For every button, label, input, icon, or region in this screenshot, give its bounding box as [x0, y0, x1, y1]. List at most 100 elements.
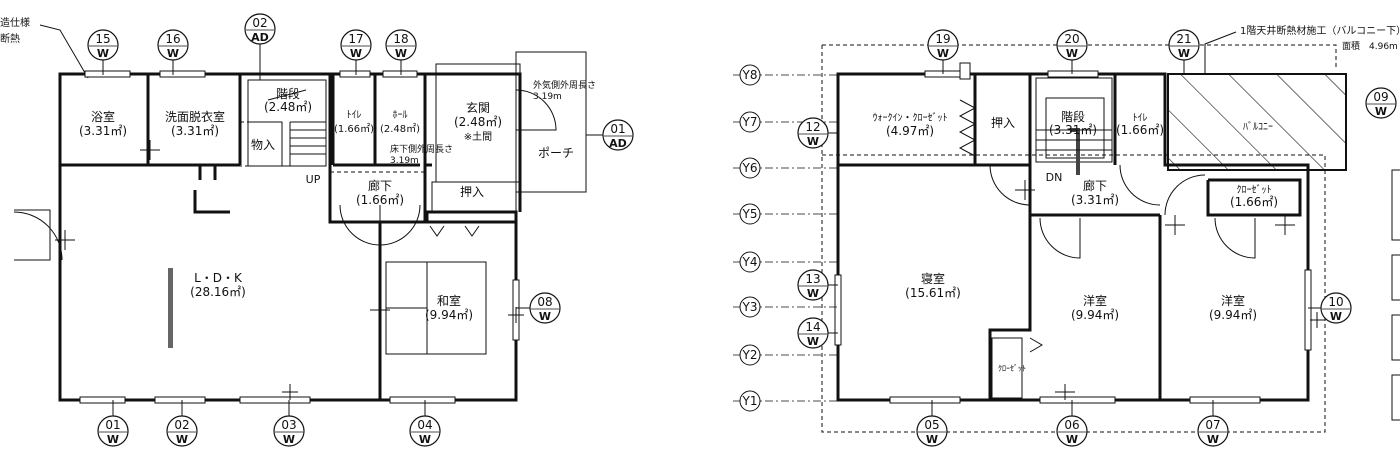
right-note-leader [1204, 31, 1237, 74]
window-marker-06: 06W [1056, 400, 1088, 447]
bedroom-name: 寝室 [921, 271, 945, 286]
window-marker-number: 04 [417, 418, 432, 432]
window-marker-number: 03 [281, 418, 296, 432]
window-marker-type: W [1066, 433, 1078, 446]
window-marker-03: 03W [273, 400, 305, 447]
floor-perimeter-value: 3.19m [390, 156, 419, 166]
right-note-line2: 面積 4.96m [1342, 40, 1398, 52]
window-marker-type: W [1207, 433, 1219, 446]
stairs2-name: 階段 [1061, 109, 1085, 124]
window-marker-12: 12W [797, 117, 838, 149]
toilet2-area: (1.66㎡) [1116, 123, 1164, 137]
window-marker-type: W [807, 287, 819, 300]
window-marker-number: 08 [537, 295, 552, 309]
closet-room-name: ｸﾛｰｾﾞｯﾄ [1237, 184, 1272, 196]
porch-name: ポーチ [538, 146, 574, 160]
right-note-line1: 1階天井断熱材施工（バルコニー下） [1240, 24, 1400, 37]
window-marker-type: W [176, 433, 188, 446]
wic-name: ｳｫｰｸｲﾝ・ｸﾛｰｾﾞｯﾄ [873, 112, 948, 124]
dn-label: DN [1046, 171, 1063, 184]
window-marker-type: W [926, 433, 938, 446]
window-marker-type: W [419, 433, 431, 446]
closet-room-area: (1.66㎡) [1230, 195, 1278, 209]
toilet2-name: ﾄｲﾚ [1133, 113, 1148, 124]
window-marker-02: 02W [166, 400, 198, 447]
corridor2-area: (3.31㎡) [1071, 193, 1119, 207]
window-marker-10: 10W [1308, 292, 1352, 324]
balcony-hatch [1167, 73, 1347, 171]
grid-axis-label: Y2 [742, 348, 758, 362]
grid-axis-bubble [739, 251, 761, 273]
window-marker-number: 01 [610, 122, 625, 136]
grid-axis-label: Y4 [742, 255, 758, 269]
entrance-area: (2.48㎡) [454, 115, 502, 129]
window-marker-number: 10 [1328, 295, 1343, 309]
grid-axis-bubble [739, 296, 761, 318]
grid-axis-bubble [739, 111, 761, 133]
western1-name: 洋室 [1083, 293, 1107, 308]
grid-axis-label: Y5 [742, 207, 758, 221]
window-marker-type: W [395, 47, 407, 60]
balcony-name: ﾊﾞﾙｺﾆｰ [1243, 121, 1273, 133]
window-marker-number: 21 [1176, 32, 1191, 46]
closet3-name: ｸﾛｰｾﾞｯﾄ [998, 364, 1026, 373]
grid-axis-label: Y1 [742, 394, 758, 408]
grid-axis-bubble [739, 203, 761, 225]
window-marker-number: 09 [1373, 90, 1388, 104]
storage-name: 物入 [251, 138, 275, 152]
window-marker-number: 19 [935, 32, 950, 46]
left-note-line1: 造仕様 [0, 16, 30, 29]
entrance-name: 玄関 [466, 100, 490, 115]
window-marker-type: W [807, 335, 819, 348]
window-marker-number: 05 [924, 418, 939, 432]
window-marker-04: 04W [409, 400, 441, 447]
window-marker-type: W [1375, 105, 1387, 118]
window-marker-number: 17 [348, 32, 363, 46]
window-marker-19: 19W [927, 29, 959, 74]
grid-axis-label: Y6 [742, 161, 758, 175]
window-marker-number: 14 [805, 320, 820, 334]
outer-perimeter-label: 外気側外周長さ [533, 79, 596, 91]
window-marker-number: 01 [105, 418, 120, 432]
window-marker-number: 07 [1205, 418, 1220, 432]
grid-axis-label: Y7 [742, 115, 758, 129]
window-marker-01: 01W [97, 400, 129, 447]
corridor2-name: 廊下 [1083, 178, 1107, 193]
window-marker-type: W [350, 47, 362, 60]
window-marker-type: W [539, 310, 551, 323]
stairs1-area: (2.48㎡) [264, 100, 312, 114]
window-marker-21: 21W [1168, 29, 1200, 74]
hall-area: (2.48㎡) [380, 123, 420, 135]
up-label: UP [306, 173, 321, 186]
western2-name: 洋室 [1221, 293, 1245, 308]
entrance-note: ※土間 [464, 130, 492, 143]
washitsu-area: (9.94㎡) [425, 308, 473, 322]
window-marker-number: 06 [1064, 418, 1079, 432]
bedroom-area: (15.61㎡) [905, 286, 961, 300]
left-note-leader [39, 24, 89, 79]
grid-axis-bubble [739, 390, 761, 412]
corridor1-name: 廊下 [368, 178, 392, 193]
stairs2-area: (3.31㎡) [1049, 123, 1097, 137]
wic-area: (4.97㎡) [886, 124, 934, 138]
toilet1-area: (1.66㎡) [334, 123, 374, 135]
window-marker-type: W [1330, 310, 1342, 323]
floor1-plan [13, 51, 587, 404]
window-marker-type: W [283, 433, 295, 446]
dressing-area: (3.31㎡) [171, 124, 219, 138]
window-marker-type: W [1178, 47, 1190, 60]
window-marker-type: W [1066, 47, 1078, 60]
bath-name: 浴室 [91, 109, 115, 124]
grid-axis-bubble [739, 64, 761, 86]
window-marker-08: 08W [516, 292, 561, 324]
window-marker-18: 18W [385, 29, 417, 75]
window-marker-number: 18 [393, 32, 408, 46]
window-marker-number: 02 [252, 16, 267, 30]
ldk-area: (28.16㎡) [190, 285, 246, 299]
western1-area: (9.94㎡) [1071, 308, 1119, 322]
closet2f-name: 押入 [991, 116, 1015, 130]
